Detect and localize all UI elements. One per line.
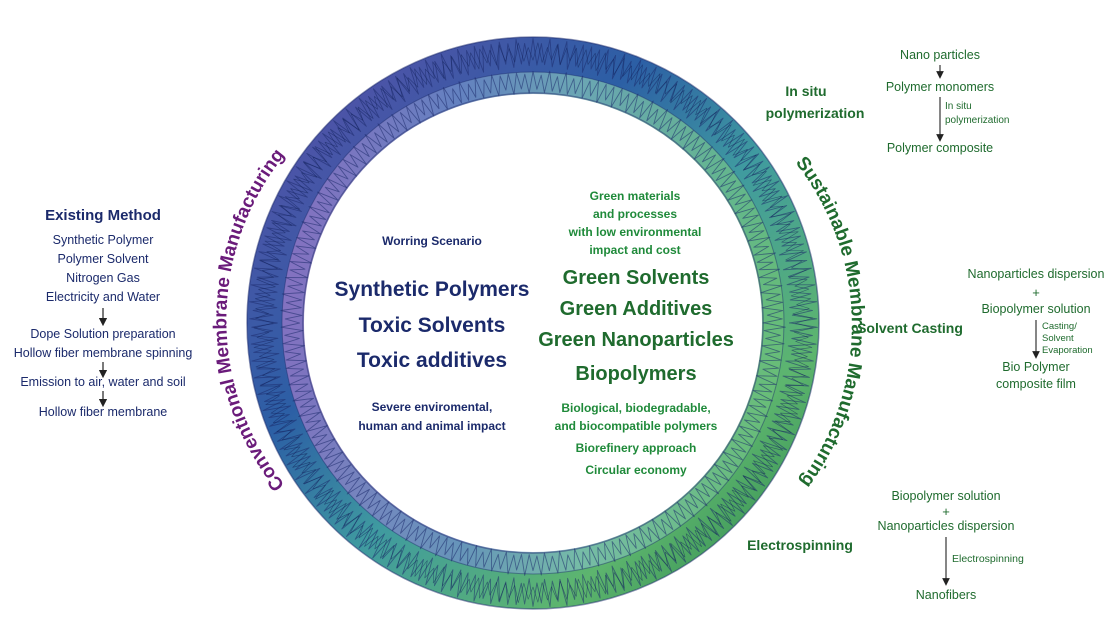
existing-title: Existing Method [45, 207, 161, 224]
ring-inner-edge [302, 92, 764, 554]
green-intro-4: impact and cost [589, 243, 680, 257]
insitu-process: In situ polymerization Nano particles Po… [766, 48, 1010, 155]
existing-step-1: Dope Solution preparation [30, 327, 175, 341]
fiber-texture [249, 38, 818, 608]
left-item-2: Toxic Solvents [359, 314, 506, 337]
green-intro-1: Green materials [590, 189, 681, 203]
green-item-2: Green Additives [560, 298, 713, 320]
fiber-squiggle [253, 42, 814, 603]
existing-input-3: Nitrogen Gas [66, 271, 140, 285]
existing-method: Existing Method Synthetic Polymer Polyme… [14, 207, 193, 419]
worrying-scenario: Worring Scenario Synthetic Polymers Toxi… [335, 234, 530, 433]
casting-result-2: composite film [996, 377, 1076, 391]
impact-line-2: human and animal impact [358, 419, 505, 433]
ring-outer-edge [246, 36, 820, 610]
electro-arrow-label: Electrospinning [952, 553, 1024, 565]
green-scenario: Green materials and processes with low e… [538, 189, 734, 477]
casting-input-1: Nanoparticles dispersion [968, 267, 1105, 281]
green-intro-3: with low environmental [568, 225, 702, 239]
left-item-3: Toxic additives [357, 349, 507, 372]
existing-step-2: Hollow fiber membrane spinning [14, 346, 193, 360]
ring-inner-band [282, 72, 784, 574]
membrane-ring [246, 36, 820, 610]
green-item-1: Green Solvents [563, 267, 710, 289]
existing-step-4: Hollow fiber membrane [39, 405, 168, 419]
electro-label: Electrospinning [747, 537, 853, 553]
casting-arrow-label-1: Casting/ [1042, 321, 1077, 332]
ring-outer-band [247, 37, 819, 609]
casting-label: Solvent Casting [857, 320, 963, 336]
solvent-casting-process: Solvent Casting Nanoparticles dispersion… [857, 267, 1104, 391]
electro-input-1: Biopolymer solution [891, 489, 1000, 503]
bio-line-2: and biocompatible polymers [555, 419, 718, 433]
circular-text: Circular economy [585, 463, 687, 477]
casting-arrow-label-2: Solvent [1042, 333, 1074, 344]
green-intro-2: and processes [593, 207, 677, 221]
existing-input-2: Polymer Solvent [57, 252, 149, 266]
fiber-squiggle [280, 70, 786, 576]
casting-input-2: Biopolymer solution [981, 302, 1090, 316]
casting-arrow-label-3: Evaporation [1042, 345, 1093, 356]
existing-step-3: Emission to air, water and soil [20, 375, 185, 389]
green-item-3: Green Nanoparticles [538, 329, 734, 351]
insitu-step-1: Nano particles [900, 48, 980, 62]
casting-plus: + [1032, 285, 1040, 300]
existing-input-4: Electricity and Water [46, 290, 160, 304]
electro-result: Nanofibers [916, 588, 976, 602]
existing-input-1: Synthetic Polymer [53, 233, 154, 247]
ring-mid-edge [281, 71, 785, 575]
bio-line-1: Biological, biodegradable, [561, 401, 710, 415]
insitu-arrow-label-1: In situ [945, 101, 972, 112]
insitu-label-2: polymerization [766, 105, 865, 121]
impact-line-1: Severe enviromental, [372, 400, 493, 414]
insitu-result: Polymer composite [887, 141, 993, 155]
left-item-1: Synthetic Polymers [335, 278, 530, 301]
green-item-4: Biopolymers [575, 363, 696, 385]
insitu-step-2: Polymer monomers [886, 80, 994, 94]
electro-plus: + [942, 504, 950, 519]
insitu-label-1: In situ [785, 83, 826, 99]
casting-result-1: Bio Polymer [1002, 360, 1069, 374]
insitu-arrow-label-2: polymerization [945, 115, 1009, 126]
biorefinery-text: Biorefinery approach [576, 441, 697, 455]
scenario-title: Worring Scenario [382, 234, 482, 248]
fiber-squiggle [249, 38, 818, 608]
electro-input-2: Nanoparticles dispersion [878, 519, 1015, 533]
electrospinning-process: Electrospinning Biopolymer solution + Na… [747, 489, 1024, 602]
